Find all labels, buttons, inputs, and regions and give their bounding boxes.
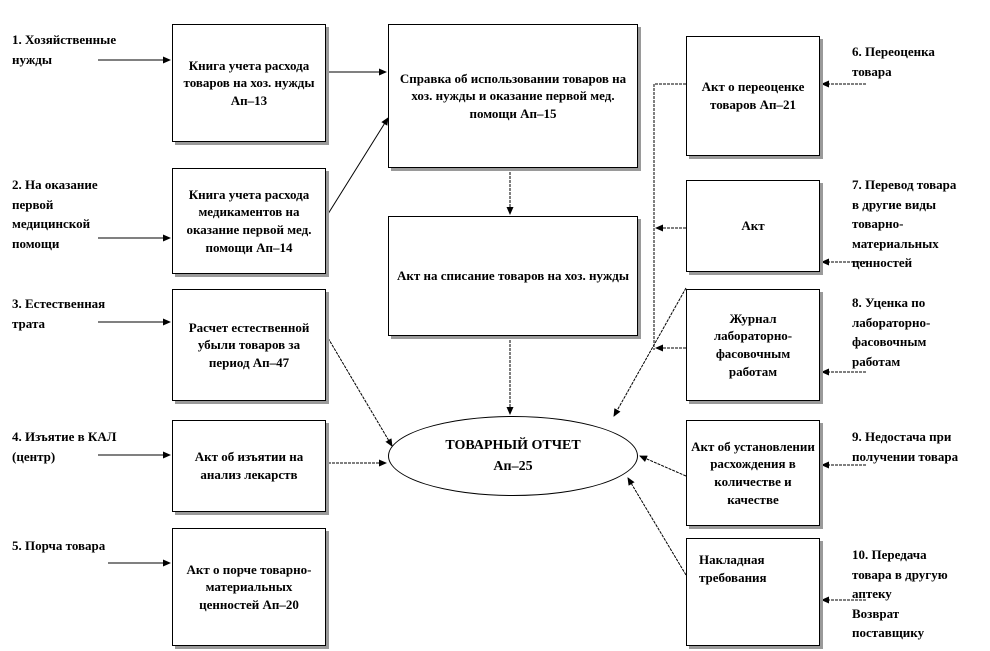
source-5-label: 5. Порча товара (12, 538, 106, 553)
arrow-collector-to-center (613, 287, 687, 417)
box-ap14: Книга учета расхода медикаментов на оказ… (172, 168, 326, 274)
box-act: Акт (686, 180, 820, 272)
center-code: Ап–25 (493, 459, 533, 474)
box-kal: Акт об изъятии на анализ лекарств (172, 420, 326, 512)
box-ap20: Акт о порче товарно-материальных ценност… (172, 528, 326, 646)
box-ap47: Расчет естественной убыли товаров за пер… (172, 289, 326, 401)
box-discrepancy: Акт об установлении расхождения в количе… (686, 420, 820, 526)
collector-b21 (653, 83, 686, 350)
arrow-b14-to-b15 (327, 117, 389, 215)
source-1-label: 1. Хозяйственные нужды (12, 32, 117, 67)
arrow-bdisc-to-center (639, 455, 687, 477)
source-2-label: 2. На оказание первой медицинской помощи (12, 177, 98, 251)
box-journal: Журнал лабораторно-фасовочным работам (686, 289, 820, 401)
source-6-label: 6. Переоценка товара (852, 44, 935, 79)
box-ap21: Акт о переоценке товаров Ап–21 (686, 36, 820, 156)
source-10-label: 10. Передача товара в другую аптеку Возв… (852, 547, 948, 640)
center-trade-report: ТОВАРНЫЙ ОТЧЕТ Ап–25 (388, 416, 638, 496)
box-ap15: Справка об использовании товаров на хоз.… (388, 24, 638, 168)
center-title: ТОВАРНЫЙ ОТЧЕТ (445, 438, 581, 453)
source-4-label: 4. Изъятие в КАЛ (центр) (12, 429, 117, 464)
box-invoice: Накладная требования (686, 538, 820, 646)
source-3-label: 3. Естественная трата (12, 296, 106, 331)
source-9-label: 9. Недостача при получении товара (852, 429, 959, 464)
source-8-label: 8. Уценка по лабораторно- фасовочным раб… (852, 295, 931, 369)
arrow-binv-to-center (627, 477, 687, 576)
arrow-b47-to-center (327, 337, 393, 447)
box-write-off: Акт на списание товаров на хоз. нужды (388, 216, 638, 336)
source-7-label: 7. Перевод товара в другие виды товарно-… (852, 177, 957, 270)
box-ap13: Книга учета расхода товаров на хоз. нужд… (172, 24, 326, 142)
